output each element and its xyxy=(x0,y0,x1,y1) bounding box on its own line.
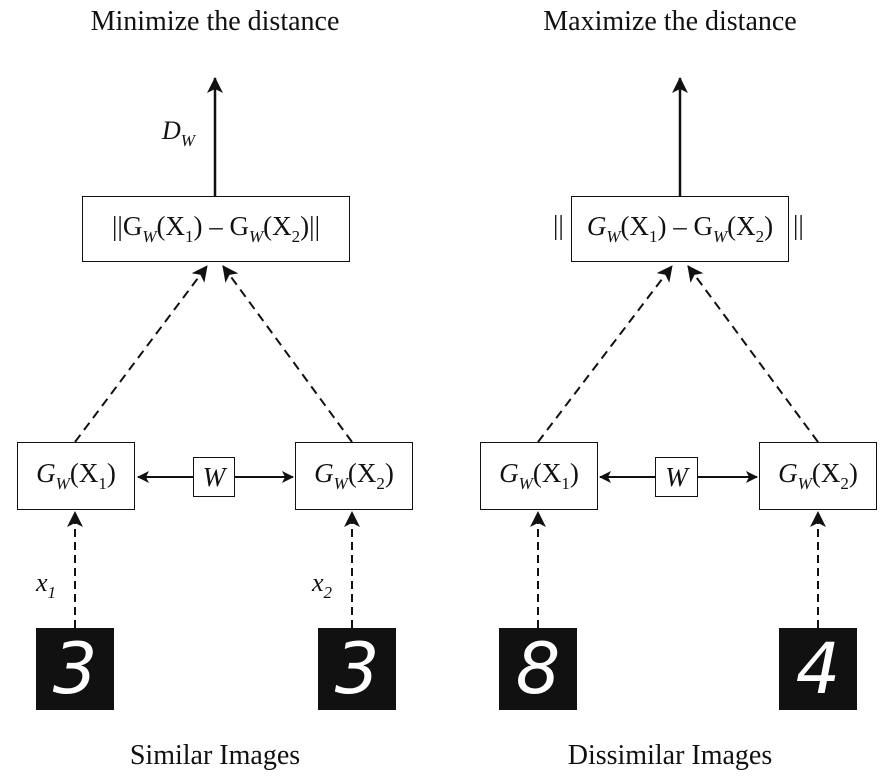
left-output-label: DW xyxy=(162,116,195,150)
left-heading: Minimize the distance xyxy=(90,6,340,37)
right-w-box: W xyxy=(655,457,698,497)
left-x2-label: x2 xyxy=(312,568,333,602)
right-dashed-arrow-g2-to-distance xyxy=(687,265,819,443)
right-g1-box: GW(X1) xyxy=(480,442,598,510)
distance-expression: GW(X1) – GW(X2) xyxy=(586,211,774,246)
left-image-1: 3 xyxy=(36,628,114,710)
left-dashed-arrow-g1-to-distance xyxy=(74,265,208,443)
left-distance-box: ||GW(X1) – GW(X2)|| xyxy=(82,196,350,262)
right-distance-box: GW(X1) – GW(X2) xyxy=(571,196,789,262)
right-norm-right: || xyxy=(793,210,804,240)
left-g1-box: GW(X1) xyxy=(17,442,135,510)
right-image-1: 8 xyxy=(499,628,577,710)
left-dashed-arrow-g2-to-distance xyxy=(222,265,353,443)
left-caption: Similar Images xyxy=(129,740,301,771)
right-caption: Dissimilar Images xyxy=(567,740,773,771)
left-w-box: W xyxy=(193,457,235,497)
right-heading: Maximize the distance xyxy=(543,6,797,37)
right-dashed-arrow-g1-to-distance xyxy=(537,265,673,443)
right-norm-left: || xyxy=(553,210,564,240)
left-image-2: 3 xyxy=(318,628,396,710)
right-image-2: 4 xyxy=(779,628,857,710)
distance-expression: ||GW(X1) – GW(X2)|| xyxy=(112,211,320,246)
left-g2-box: GW(X2) xyxy=(295,442,413,510)
left-x1-label: x1 xyxy=(36,568,57,602)
right-g2-box: GW(X2) xyxy=(759,442,877,510)
